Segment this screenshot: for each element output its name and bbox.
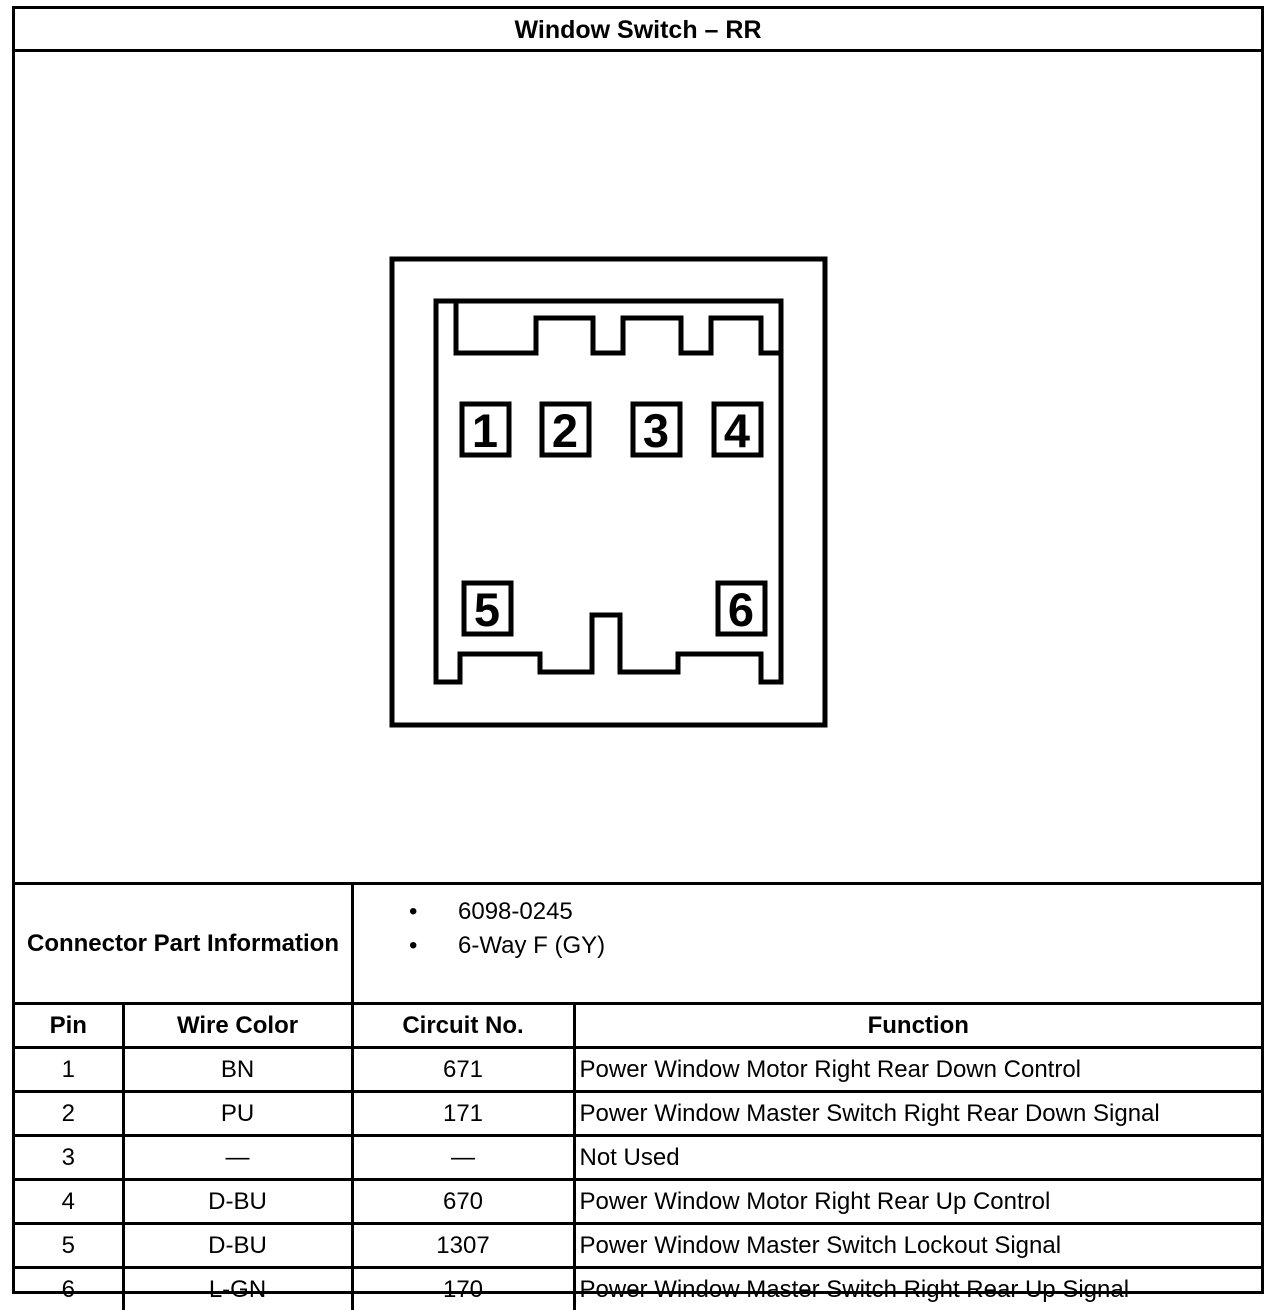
cell-pin: 4 [15, 1180, 123, 1224]
pin-label-6: 6 [728, 583, 754, 636]
bullet-icon: • [409, 929, 417, 963]
connector-diagram: 1 2 3 4 5 6 [15, 52, 1261, 885]
cell-circuit-number: 1307 [352, 1224, 574, 1268]
table-row: 1 BN 671 Power Window Motor Right Rear D… [15, 1048, 1261, 1092]
connector-type-text: 6-Way F (GY) [458, 932, 605, 959]
cell-function: Not Used [574, 1136, 1261, 1180]
table-row: 4 D-BU 670 Power Window Motor Right Rear… [15, 1180, 1261, 1224]
cell-function: Power Window Master Switch Right Rear Up… [574, 1268, 1261, 1310]
pin-label-1: 1 [472, 404, 498, 457]
table-row: 6 L-GN 170 Power Window Master Switch Ri… [15, 1268, 1261, 1310]
cell-circuit-number: — [352, 1136, 574, 1180]
pin-label-3: 3 [643, 404, 669, 457]
pin-label-4: 4 [724, 404, 750, 457]
header-function: Function [574, 1005, 1261, 1048]
table-row: 2 PU 171 Power Window Master Switch Righ… [15, 1092, 1261, 1136]
cell-function: Power Window Master Switch Right Rear Do… [574, 1092, 1261, 1136]
connector-part-info-label: Connector Part Information [15, 885, 354, 1002]
cell-wire-color: L-GN [123, 1268, 352, 1310]
cell-wire-color: PU [123, 1092, 352, 1136]
cell-function: Power Window Master Switch Lockout Signa… [574, 1224, 1261, 1268]
connector-part-number-text: 6098-0245 [458, 898, 573, 925]
cell-circuit-number: 171 [352, 1092, 574, 1136]
sheet-title: Window Switch – RR [15, 9, 1261, 52]
cell-pin: 3 [15, 1136, 123, 1180]
cell-wire-color: D-BU [123, 1180, 352, 1224]
cell-circuit-number: 671 [352, 1048, 574, 1092]
cell-pin: 2 [15, 1092, 123, 1136]
pinout-table: Pin Wire Color Circuit No. Function 1 BN… [15, 1005, 1261, 1310]
cell-circuit-number: 670 [352, 1180, 574, 1224]
cell-function: Power Window Motor Right Rear Up Control [574, 1180, 1261, 1224]
connector-face-drawing: 1 2 3 4 5 6 [15, 52, 1261, 882]
table-row: 3 — — Not Used [15, 1136, 1261, 1180]
connector-part-number: • 6098-0245 [354, 895, 605, 929]
cell-pin: 1 [15, 1048, 123, 1092]
connector-part-info-list: • 6098-0245 • 6-Way F (GY) [354, 895, 605, 963]
connector-type: • 6-Way F (GY) [354, 929, 605, 963]
pinout-header-row: Pin Wire Color Circuit No. Function [15, 1005, 1261, 1048]
cell-circuit-number: 170 [352, 1268, 574, 1310]
cell-pin: 5 [15, 1224, 123, 1268]
cell-pin: 6 [15, 1268, 123, 1310]
connector-sheet: Window Switch – RR 1 2 3 4 5 6 [12, 6, 1264, 1294]
header-pin: Pin [15, 1005, 123, 1048]
cell-wire-color: D-BU [123, 1224, 352, 1268]
table-row: 5 D-BU 1307 Power Window Master Switch L… [15, 1224, 1261, 1268]
header-wire-color: Wire Color [123, 1005, 352, 1048]
cell-wire-color: BN [123, 1048, 352, 1092]
cell-function: Power Window Motor Right Rear Down Contr… [574, 1048, 1261, 1092]
pin-label-5: 5 [474, 583, 500, 636]
cell-wire-color: — [123, 1136, 352, 1180]
connector-part-info: Connector Part Information • 6098-0245 • 6… [15, 885, 1261, 1005]
pin-label-2: 2 [552, 404, 578, 457]
bullet-icon: • [409, 895, 417, 929]
header-circuit-number: Circuit No. [352, 1005, 574, 1048]
